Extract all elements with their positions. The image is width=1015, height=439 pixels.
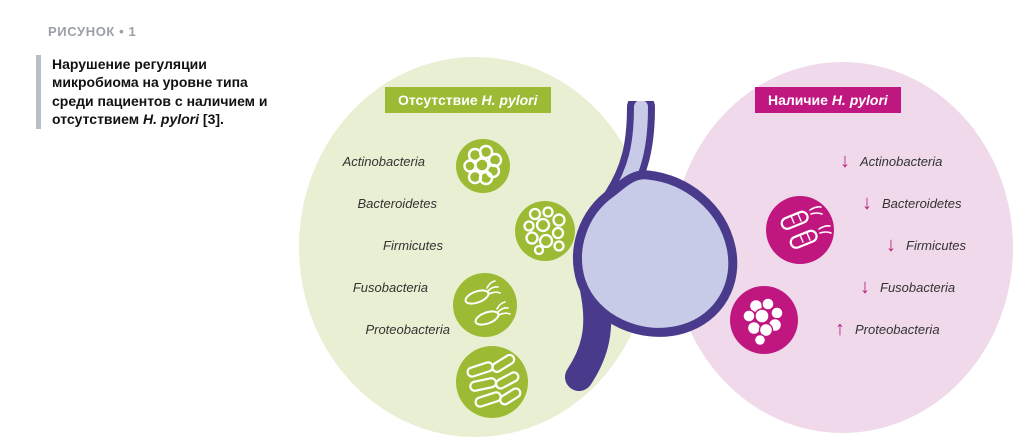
figure-caption: Нарушение регуляции микробиома на уровне… (36, 55, 288, 129)
bacteria-label-fusobacteria: Fusobacteria (880, 279, 956, 295)
bacteria-label-bacteroidetes: Bacteroidetes (357, 196, 438, 211)
cocci-icon (515, 201, 575, 261)
trend-row-fusobacteria: ↓ Fusobacteria (860, 277, 955, 297)
figure-label: РИСУНОК • 1 (48, 24, 137, 39)
arrow-up-icon: ↑ (835, 318, 845, 340)
trend-row-proteobacteria: ↑ Proteobacteria (835, 319, 940, 339)
arrow-down-icon: ↓ (886, 234, 896, 256)
trend-row-actinobacteria: ↓ Actinobacteria (840, 151, 942, 171)
cocci-cluster-icon (456, 139, 510, 193)
flagellate-bacteria-icon (453, 273, 517, 337)
arrow-down-icon: ↓ (840, 150, 850, 172)
cocci-cluster-magenta-icon (730, 286, 798, 354)
h-pylori-icon (766, 196, 834, 264)
bacteria-label-firmicutes: Firmicutes (383, 238, 443, 253)
badge-h-pylori-italic: H. pylori (481, 92, 538, 108)
hp-positive-badge: Наличие H. pylori (755, 87, 901, 113)
rod-bacteria-icon (456, 346, 528, 418)
caption-reference: [3]. (199, 111, 224, 128)
bacteria-label-firmicutes: Firmicutes (906, 237, 966, 253)
bacteria-label-bacteroidetes: Bacteroidetes (882, 195, 962, 211)
bacteria-label-proteobacteria: Proteobacteria (855, 321, 940, 337)
bacteria-label-fusobacteria: Fusobacteria (352, 280, 428, 295)
hp-negative-badge: Отсутствие H. pylori (385, 87, 551, 113)
arrow-down-icon: ↓ (862, 192, 872, 214)
badge-text: Наличие (768, 92, 832, 108)
bacteria-label-actinobacteria: Actinobacteria (342, 154, 425, 169)
trend-row-firmicutes: ↓ Firmicutes (886, 235, 966, 255)
bacteria-label-proteobacteria: Proteobacteria (365, 322, 450, 337)
caption-text: Нарушение регуляции микробиома на уровне… (52, 56, 268, 128)
stomach-icon (565, 101, 738, 391)
badge-h-pylori-italic: H. pylori (831, 92, 888, 108)
caption-h-pylori-italic: H. pylori (143, 111, 200, 128)
trend-row-bacteroidetes: ↓ Bacteroidetes (862, 193, 962, 213)
badge-text: Отсутствие (398, 92, 482, 108)
bacteria-label-actinobacteria: Actinobacteria (860, 153, 943, 169)
arrow-down-icon: ↓ (860, 276, 870, 298)
